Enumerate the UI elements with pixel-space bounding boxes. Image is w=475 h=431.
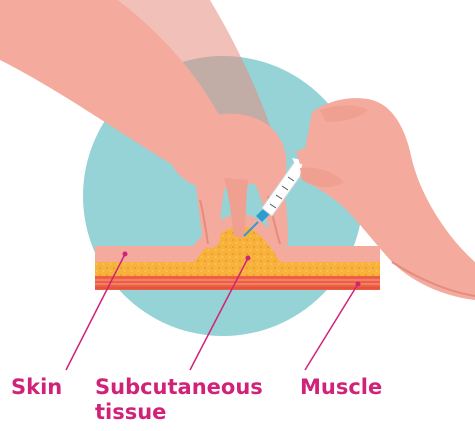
label-subcutaneous: Subcutaneous: [95, 375, 263, 399]
label-muscle: Muscle: [300, 375, 382, 399]
label-skin: Skin: [11, 375, 62, 399]
label-subcutaneous-line2: tissue: [95, 400, 166, 424]
